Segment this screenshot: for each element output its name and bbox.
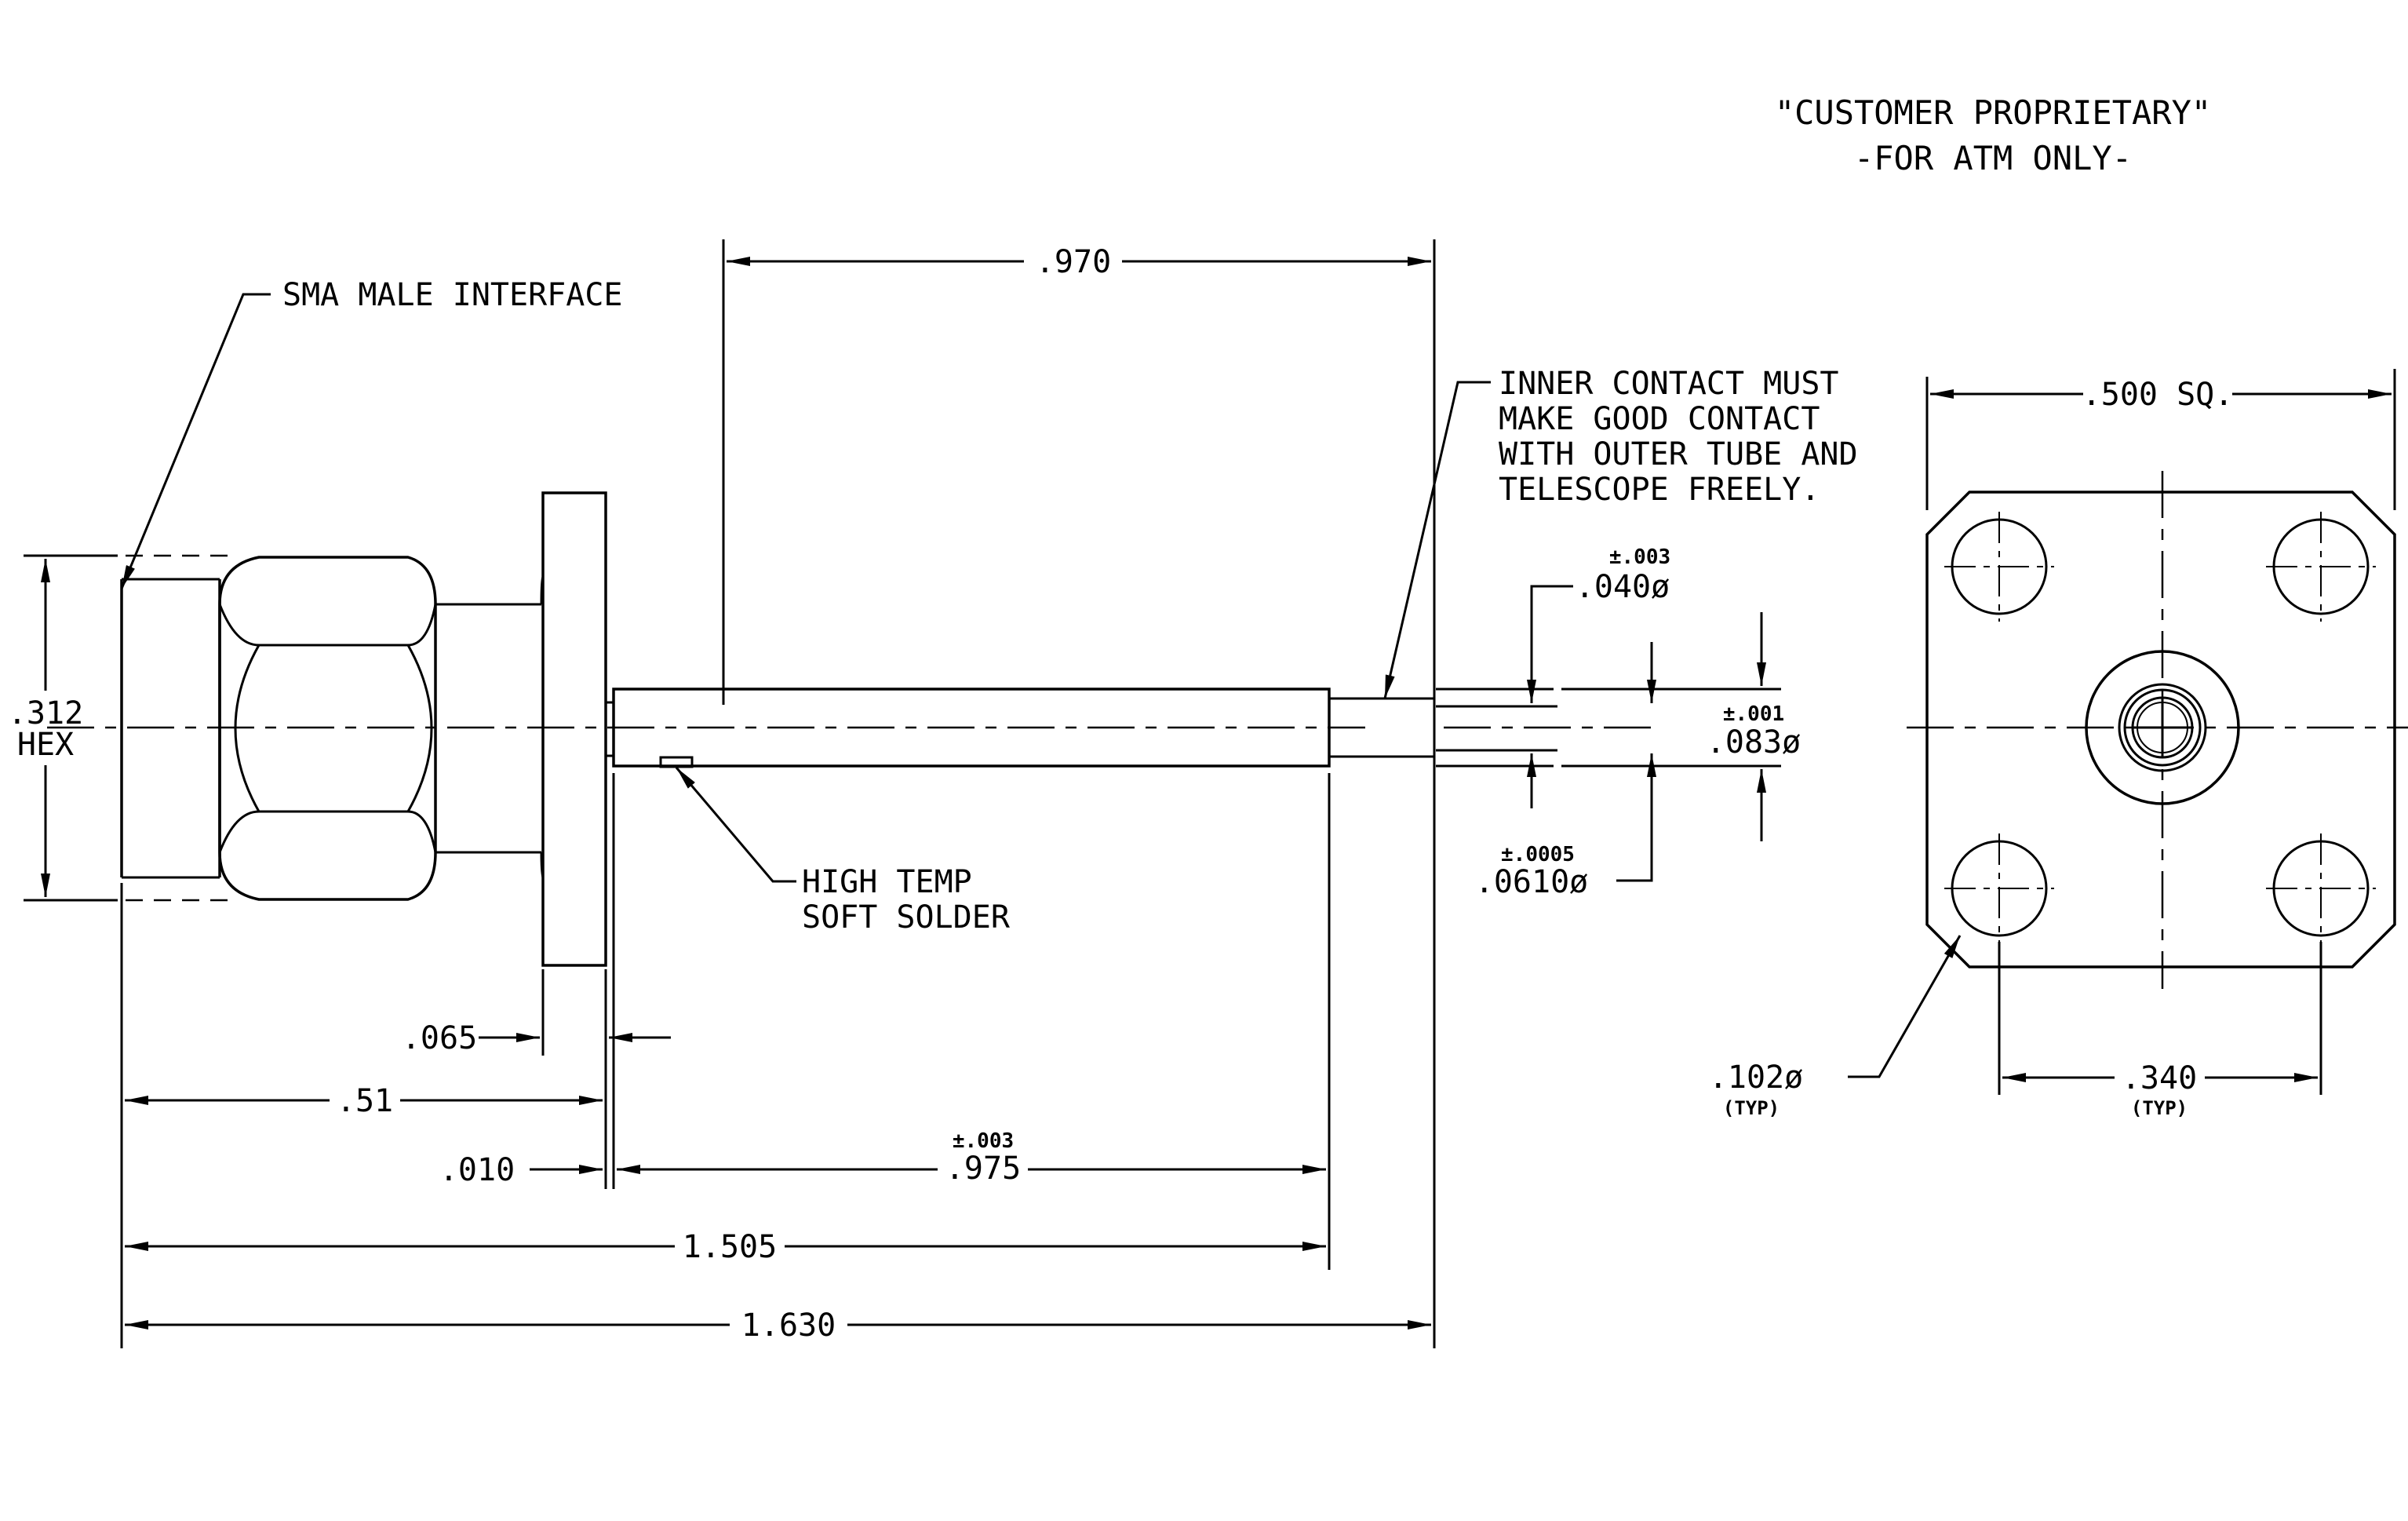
dim-065: .065 [402, 1020, 671, 1056]
dim-970: .970 [722, 239, 1436, 1348]
svg-text:1.505: 1.505 [683, 1229, 777, 1265]
sma-connector-side-view [47, 491, 1656, 967]
svg-text:.970: .970 [1036, 244, 1111, 280]
svg-text:.500 SQ.: .500 SQ. [2082, 377, 2234, 413]
svg-text:1.630: 1.630 [741, 1308, 836, 1344]
svg-text:.040ø: .040ø [1576, 569, 1670, 605]
dim-0610: ±.0005 .0610ø [1475, 642, 1656, 900]
svg-text:±.003: ±.003 [1609, 545, 1670, 569]
svg-text:INNER CONTACT MUST: INNER CONTACT MUST [1499, 366, 1838, 402]
svg-text:(TYP): (TYP) [1723, 1097, 1780, 1119]
dim-500-sq: .500 SQ. [1925, 369, 2396, 510]
svg-text:.0610ø: .0610ø [1475, 864, 1589, 900]
dim-975: ±.003 .975 [617, 1129, 1326, 1187]
svg-text:.340: .340 [2122, 1060, 2197, 1096]
mounting-hole-tl [1944, 512, 2054, 622]
dim-340: .340 (TYP) [1998, 942, 2322, 1119]
dim-102: .102ø (TYP) [1709, 935, 1962, 1119]
inner-contact-note: INNER CONTACT MUST MAKE GOOD CONTACT WIT… [1383, 366, 1858, 699]
flange-end-view [1907, 471, 2408, 989]
svg-text:.312: .312 [8, 695, 83, 731]
dim-083: ±.001 .083ø [1561, 612, 1801, 841]
mounting-hole-br [2266, 833, 2376, 943]
svg-text:MAKE GOOD CONTACT: MAKE GOOD CONTACT [1499, 401, 1820, 437]
svg-text:SOFT SOLDER: SOFT SOLDER [802, 899, 1011, 936]
mounting-hole-bl [1944, 833, 2054, 943]
mounting-hole-tr [2266, 512, 2376, 622]
dim-51: .51 [125, 1083, 603, 1119]
svg-text:.102ø: .102ø [1709, 1060, 1803, 1096]
svg-text:.010: .010 [439, 1152, 515, 1188]
svg-text:±.0005: ±.0005 [1501, 843, 1575, 866]
proprietary-title: "CUSTOMER PROPRIETARY" [1775, 93, 2211, 132]
sma-interface-note: SMA MALE INTERFACE [120, 277, 622, 589]
svg-text:TELESCOPE FREELY.: TELESCOPE FREELY. [1499, 472, 1820, 508]
svg-text:(TYP): (TYP) [2131, 1097, 2188, 1119]
svg-text:.975: .975 [945, 1151, 1021, 1187]
solder-note: HIGH TEMP SOFT SOLDER [675, 767, 1011, 936]
svg-text:.065: .065 [402, 1020, 477, 1056]
dim-hex: .312 HEX [8, 554, 118, 902]
svg-text:SMA MALE INTERFACE: SMA MALE INTERFACE [282, 277, 622, 313]
dim-040: ±.003 .040ø [1527, 545, 1670, 808]
proprietary-subtitle: -FOR ATM ONLY- [1854, 139, 2132, 177]
svg-text:HEX: HEX [17, 727, 74, 763]
dim-010: .010 [439, 1152, 603, 1188]
svg-text:HIGH TEMP: HIGH TEMP [802, 864, 972, 900]
svg-text:.083ø: .083ø [1707, 724, 1801, 760]
dim-1630: 1.630 [125, 1308, 1431, 1344]
svg-text:WITH OUTER TUBE AND: WITH OUTER TUBE AND [1499, 436, 1858, 472]
svg-text:.51: .51 [337, 1083, 393, 1119]
svg-text:±.003: ±.003 [953, 1129, 1014, 1153]
svg-text:±.001: ±.001 [1723, 702, 1784, 726]
dim-1505: 1.505 [125, 1229, 1326, 1265]
